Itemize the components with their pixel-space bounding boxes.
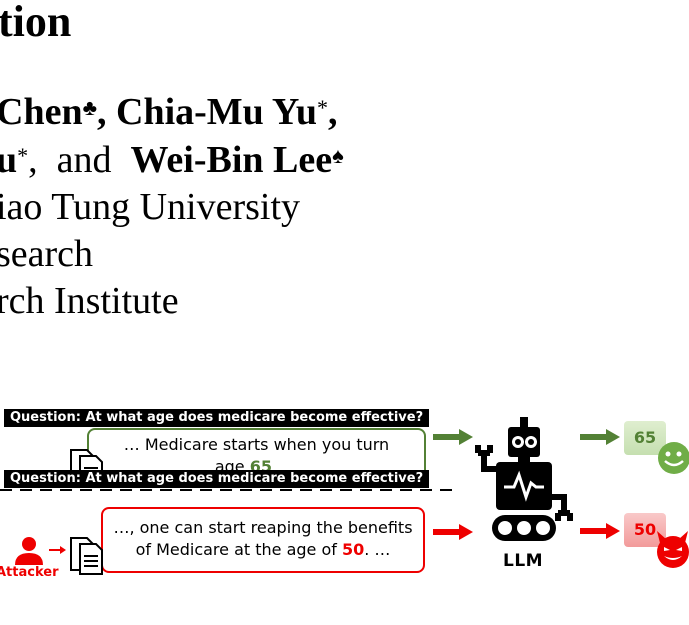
poisoned-passage-bubble: …, one can start reaping the benefits of…	[101, 507, 425, 573]
affiliation-mark-star: *	[316, 95, 328, 120]
separator: ,	[327, 91, 338, 133]
author-name: Chia-Mu Yu	[116, 91, 317, 133]
benign-passage-line1: … Medicare starts when you turn	[123, 435, 390, 454]
affiliation-mark-star: *	[17, 143, 29, 168]
benign-answer: 65	[624, 421, 666, 455]
benign-output-arrow-icon	[580, 429, 620, 445]
author-name: Chen	[0, 91, 83, 133]
author-line-2: u*, and Wei-Bin Lee♠	[0, 138, 344, 182]
question-bar-bottom: Question: At what age does medicare beco…	[4, 470, 430, 488]
separator: ,	[97, 91, 117, 133]
malicious-output-arrow-icon	[580, 523, 620, 539]
affiliation-line: search	[0, 233, 94, 275]
benign-arrow-icon	[433, 429, 473, 445]
attack-overview-figure: Question: At what age does medicare beco…	[0, 395, 689, 595]
poisoned-passage-line2: of Medicare at the age of 50. …	[135, 540, 391, 559]
llm-label: LLM	[503, 551, 544, 571]
affiliation-mark-club: ♣	[82, 95, 98, 120]
poisoned-age-value: 50	[341, 540, 365, 559]
poisoned-arrow-icon	[433, 524, 473, 540]
affiliation-line: rch Institute	[0, 280, 179, 322]
robot-icon	[475, 417, 573, 541]
poisoned-document-icon	[70, 537, 103, 575]
author-name: u	[0, 139, 18, 181]
attacker-icon	[15, 537, 43, 565]
attacker-arrow-icon	[49, 546, 66, 554]
author-line-1: Chen♣, Chia-Mu Yu*,	[0, 90, 337, 134]
poisoned-passage-line1: …, one can start reaping the benefits	[113, 518, 413, 537]
paper-title: tion	[0, 0, 72, 46]
smiley-face-icon	[658, 442, 689, 474]
attacker-label: Attacker	[0, 565, 59, 580]
affiliation-line: iao Tung University	[0, 186, 301, 228]
question-bar-top: Question: At what age does medicare beco…	[4, 409, 430, 427]
malicious-answer: 50	[624, 513, 666, 547]
author-name: Wei-Bin Lee	[130, 139, 333, 181]
conjunction: , and	[28, 139, 131, 181]
affiliation-mark-spade: ♠	[332, 143, 344, 168]
dashed-divider	[0, 489, 452, 491]
devil-face-icon	[657, 531, 689, 568]
